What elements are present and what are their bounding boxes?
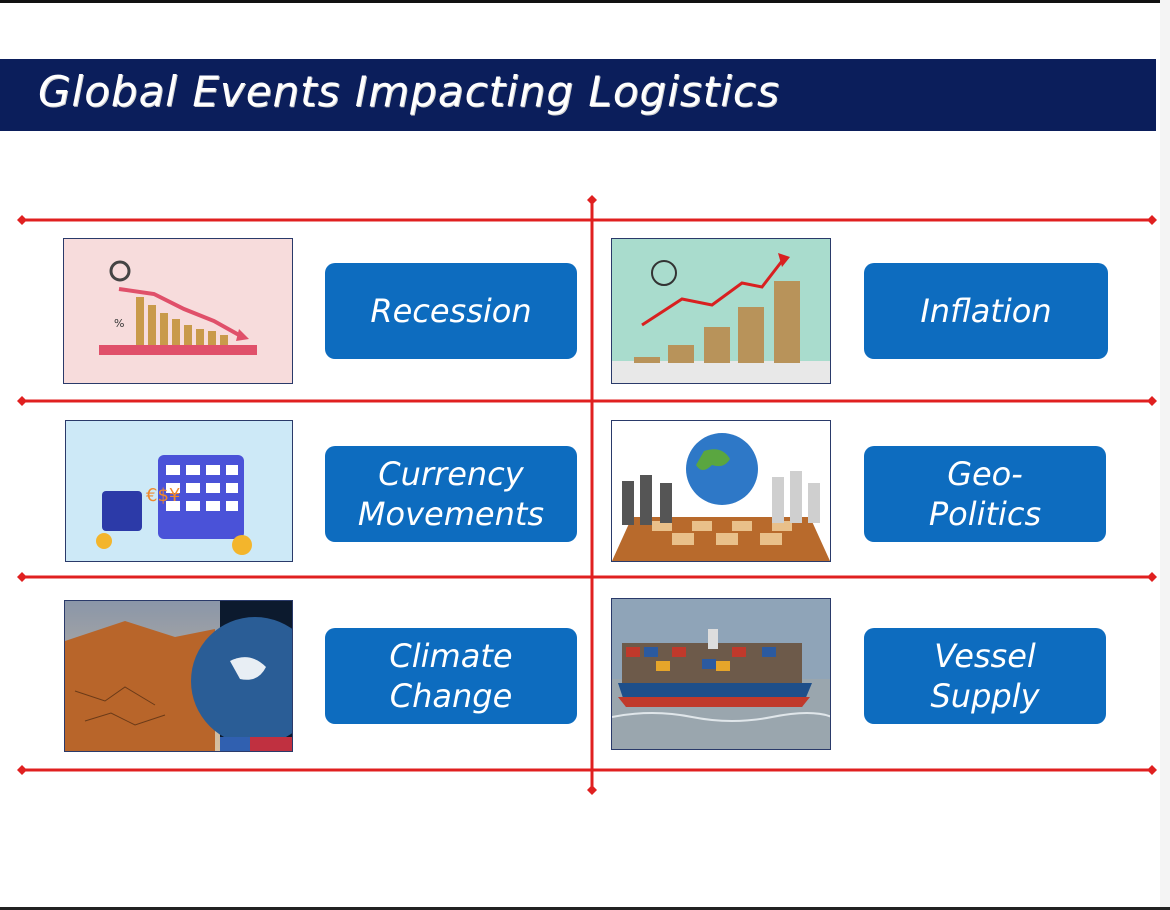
recession-label: Recession [370, 292, 532, 330]
container-ship-image [611, 598, 831, 750]
grid-end-markers [17, 195, 1157, 795]
recession-label-box: Recession [325, 263, 577, 359]
page-title: Global Events Impacting Logistics [38, 67, 780, 116]
inflation-coins-image [611, 238, 831, 384]
vessel-supply-label: Vessel Supply [930, 637, 1040, 715]
currency-movements-label: Currency Movements [357, 455, 545, 533]
top-border [0, 0, 1170, 3]
geo-politics-label: Geo- Politics [928, 455, 1042, 533]
right-edge-strip [1160, 0, 1170, 910]
geo-politics-label-box: Geo- Politics [864, 446, 1106, 542]
vessel-supply-label-box: Vessel Supply [864, 628, 1106, 724]
currency-terminal-image: €$¥ [65, 420, 293, 562]
svg-text:€$¥: €$¥ [146, 485, 180, 506]
inflation-label-box: Inflation [864, 263, 1108, 359]
chess-globe-image [611, 420, 831, 562]
climate-change-label-box: Climate Change [325, 628, 577, 724]
recession-chart-image: % [63, 238, 293, 384]
climate-change-label: Climate Change [389, 637, 513, 715]
title-bar: Global Events Impacting Logistics [0, 59, 1156, 131]
currency-movements-label-box: Currency Movements [325, 446, 577, 542]
climate-earth-image [64, 600, 293, 752]
bottom-border [0, 907, 1170, 910]
svg-text:%: % [114, 317, 124, 330]
inflation-label: Inflation [920, 292, 1052, 330]
